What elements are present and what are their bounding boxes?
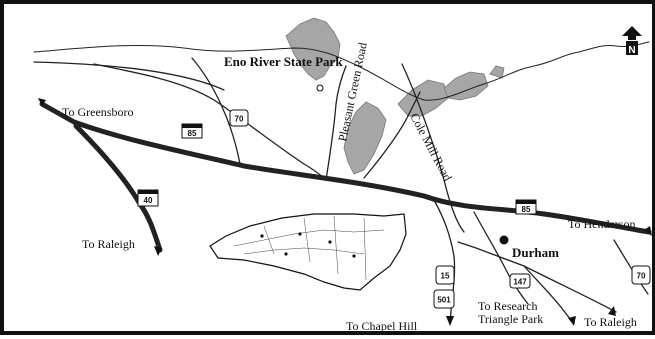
shield-i40: 40 [137,189,159,207]
shield-label: 70 [637,272,646,281]
shield-i85-east: 85 [515,199,537,215]
shield-label: 147 [513,278,527,287]
to-chapel-hill-label: To Chapel Hill [346,319,418,333]
park-marker [316,84,324,92]
park-area [285,17,505,175]
shield-nc147: 147 [509,273,531,289]
durham-label: Durham [512,245,559,260]
map-canvas: 85 85 40 70 15 501 147 70 [33,17,652,333]
shield-label: 85 [522,205,531,214]
shield-us15: 15 [435,265,455,285]
nc-inset-map [209,213,407,291]
to-raleigh-west-label: To Raleigh [82,237,135,251]
i85-highway [39,101,652,235]
to-rtp-label-line2: Triangle Park [478,312,543,326]
shield-label: 40 [144,196,153,205]
to-henderson-label: To Henderson [568,217,635,231]
shield-i85-west: 85 [181,123,203,139]
north-label: N [628,45,635,56]
park-label: Eno River State Park [224,54,343,69]
shield-label: 70 [235,115,244,124]
north-arrow-icon: N [622,26,642,56]
durham-dot [499,235,509,245]
shield-us501: 501 [433,289,455,309]
shield-us70-east: 70 [631,265,651,285]
to-greensboro-label: To Greensboro [62,105,133,119]
cole-mill-road-label: Cole Mill Road [407,111,454,184]
to-raleigh-east-label: To Raleigh [584,315,637,329]
direction-arrows [38,98,652,326]
shield-us70-north: 70 [229,109,249,127]
shield-label: 501 [437,296,451,305]
shield-label: 85 [188,129,197,138]
to-rtp-label-line1: To Research [478,299,537,313]
eno-river [33,41,650,101]
shield-label: 15 [441,272,450,281]
